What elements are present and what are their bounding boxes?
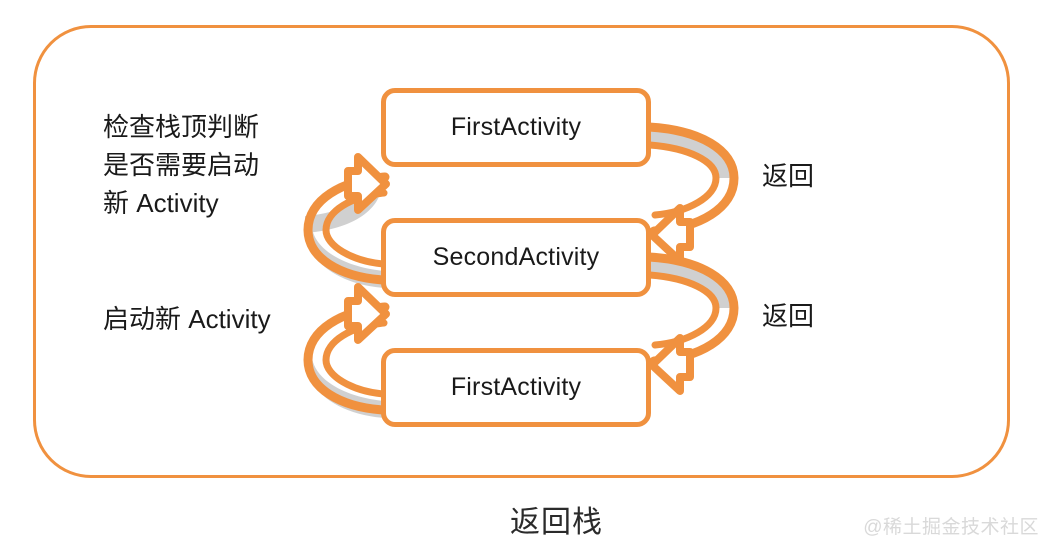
activity-box-label: SecondActivity xyxy=(432,243,600,271)
note-launch-new-activity: 启动新 Activity xyxy=(103,304,271,334)
activity-box-first-bottom[interactable]: FirstActivity xyxy=(381,348,651,427)
activity-box-label: FirstActivity xyxy=(450,113,582,141)
label-return-top: 返回 xyxy=(762,161,815,191)
activity-box-second[interactable]: SecondActivity xyxy=(381,218,651,297)
diagram-caption-text: 返回栈 xyxy=(510,506,603,539)
note-check-stack-top: 检查栈顶判断 是否需要启动 新 Activity xyxy=(103,112,260,218)
label-return-bottom: 返回 xyxy=(762,301,815,331)
diagram-caption: 返回栈 xyxy=(0,497,1053,541)
activity-box-first-top[interactable]: FirstActivity xyxy=(381,88,651,167)
watermark: @稀土掘金技术社区 xyxy=(863,517,1039,538)
back-stack-container xyxy=(33,25,1010,478)
activity-box-label: FirstActivity xyxy=(450,373,582,401)
